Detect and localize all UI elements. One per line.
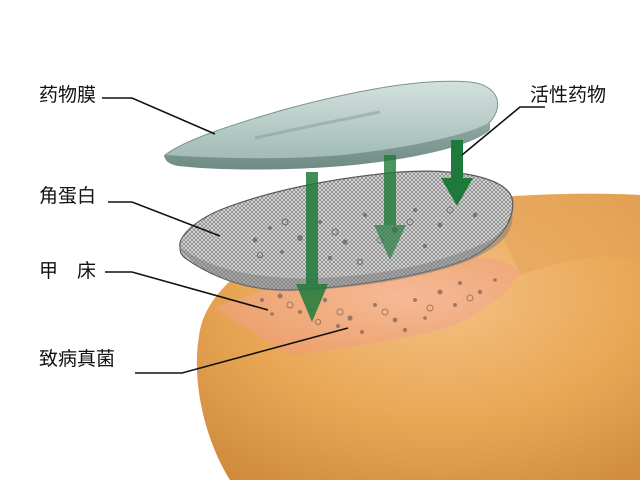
leader-lines: [102, 97, 545, 374]
drug-arrow-1: [296, 172, 328, 322]
leader-fungi: [135, 327, 349, 374]
fungi-spots: [260, 278, 497, 334]
label-active-drug: 活性药物: [530, 84, 607, 106]
leader-keratin: [108, 201, 221, 237]
label-drug-film: 药物膜: [39, 84, 97, 106]
drug-arrow-2: [374, 155, 406, 260]
fungi-rings: [286, 294, 474, 326]
leader-active-drug: [461, 106, 545, 156]
active-drug-arrows: [296, 140, 473, 322]
drug-arrow-3: [441, 140, 473, 206]
nail-bed: [215, 257, 520, 355]
label-keratin: 角蛋白: [39, 185, 97, 207]
keratin-layer: [179, 170, 514, 292]
label-pathogenic-fungi: 致病真菌: [39, 348, 116, 370]
leader-drug-film: [102, 97, 216, 135]
drug-film: [164, 80, 499, 170]
leader-nail-bed: [105, 271, 269, 311]
label-nail-bed: 甲 床: [39, 260, 97, 282]
